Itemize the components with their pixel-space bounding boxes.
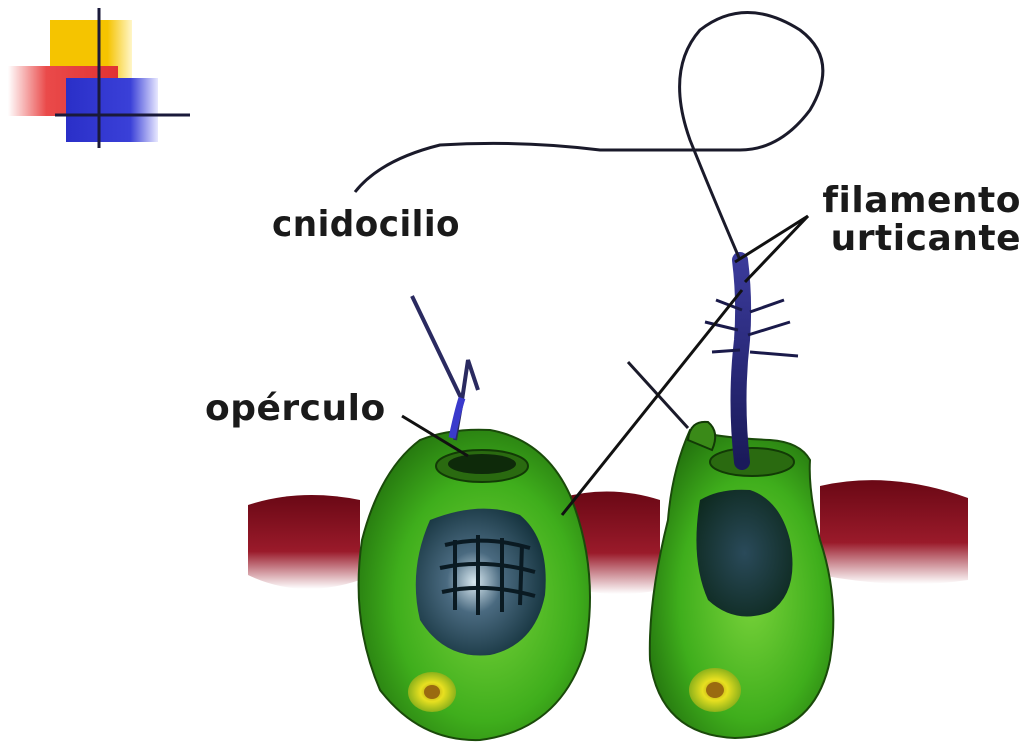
tissue-band-right — [820, 480, 968, 584]
cnidocil-left — [412, 296, 478, 440]
nucleus-left-core — [424, 685, 440, 699]
nucleus-right-core — [706, 682, 724, 698]
label-filamento-urticante: filamento urticante — [822, 182, 1021, 258]
label-filamento-line1: filamento — [822, 182, 1021, 220]
label-cnidocilio: cnidocilio — [272, 207, 460, 243]
thread-barbs — [705, 300, 798, 356]
decor-blue-square — [66, 78, 158, 142]
slide-decoration — [8, 8, 190, 148]
operculum-opening — [448, 454, 516, 474]
label-filamento-line2: urticante — [822, 220, 1021, 258]
operculum-rim-right — [710, 448, 794, 476]
host-tissue — [248, 480, 968, 594]
nematocyst-capsule-left — [416, 509, 546, 656]
label-operculo: opérculo — [205, 391, 386, 427]
tissue-band-left — [248, 495, 360, 589]
cnidocyte-undischarged — [359, 296, 590, 740]
